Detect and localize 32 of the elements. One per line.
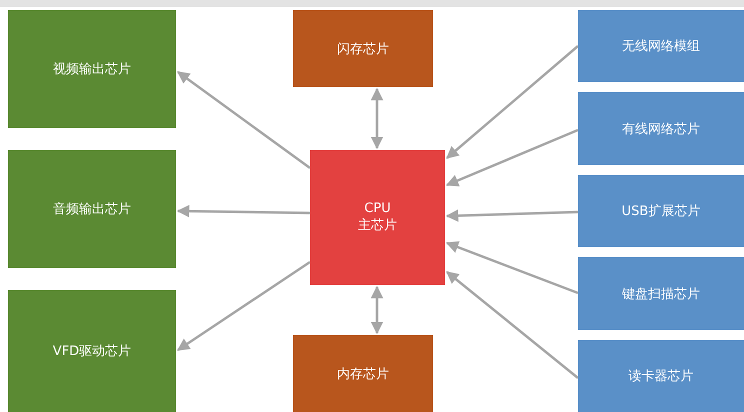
chip-label: 内存芯片 (337, 366, 389, 382)
chip-box (578, 175, 744, 247)
chip-box (293, 335, 433, 412)
chip-label: 读卡器芯片 (628, 368, 694, 385)
chip-box (8, 150, 176, 268)
arrow (446, 271, 579, 379)
chip-box (8, 10, 176, 128)
arrow (446, 241, 578, 294)
chip-box (578, 340, 744, 412)
arrow (370, 286, 384, 334)
chip-label: 有线网络芯片 (622, 120, 700, 138)
chip-box (293, 10, 433, 87)
chip-label: 无线网络模组 (622, 38, 700, 55)
chip-box (578, 257, 744, 330)
arrow (446, 45, 579, 159)
chip-box (578, 10, 744, 82)
chip-label: USB扩展芯片 (622, 203, 700, 220)
arrow (370, 88, 384, 150)
chip-label: 音频输出芯片 (53, 201, 131, 218)
arrow (446, 128, 578, 186)
chip-label: 键盘扫描芯片 (622, 286, 700, 302)
chip-box (578, 92, 744, 165)
chip-box (310, 150, 445, 285)
arrow (446, 209, 578, 222)
chip-label: 视频输出芯片 (53, 61, 131, 78)
arrow (176, 260, 311, 352)
chip-label: 闪存芯片 (337, 40, 389, 58)
arrow (177, 70, 311, 170)
chip-label: VFD驱动芯片 (52, 343, 132, 360)
chip-box (8, 290, 176, 412)
chip-label: CPU 主芯片 (357, 200, 398, 234)
arrow (176, 204, 310, 218)
